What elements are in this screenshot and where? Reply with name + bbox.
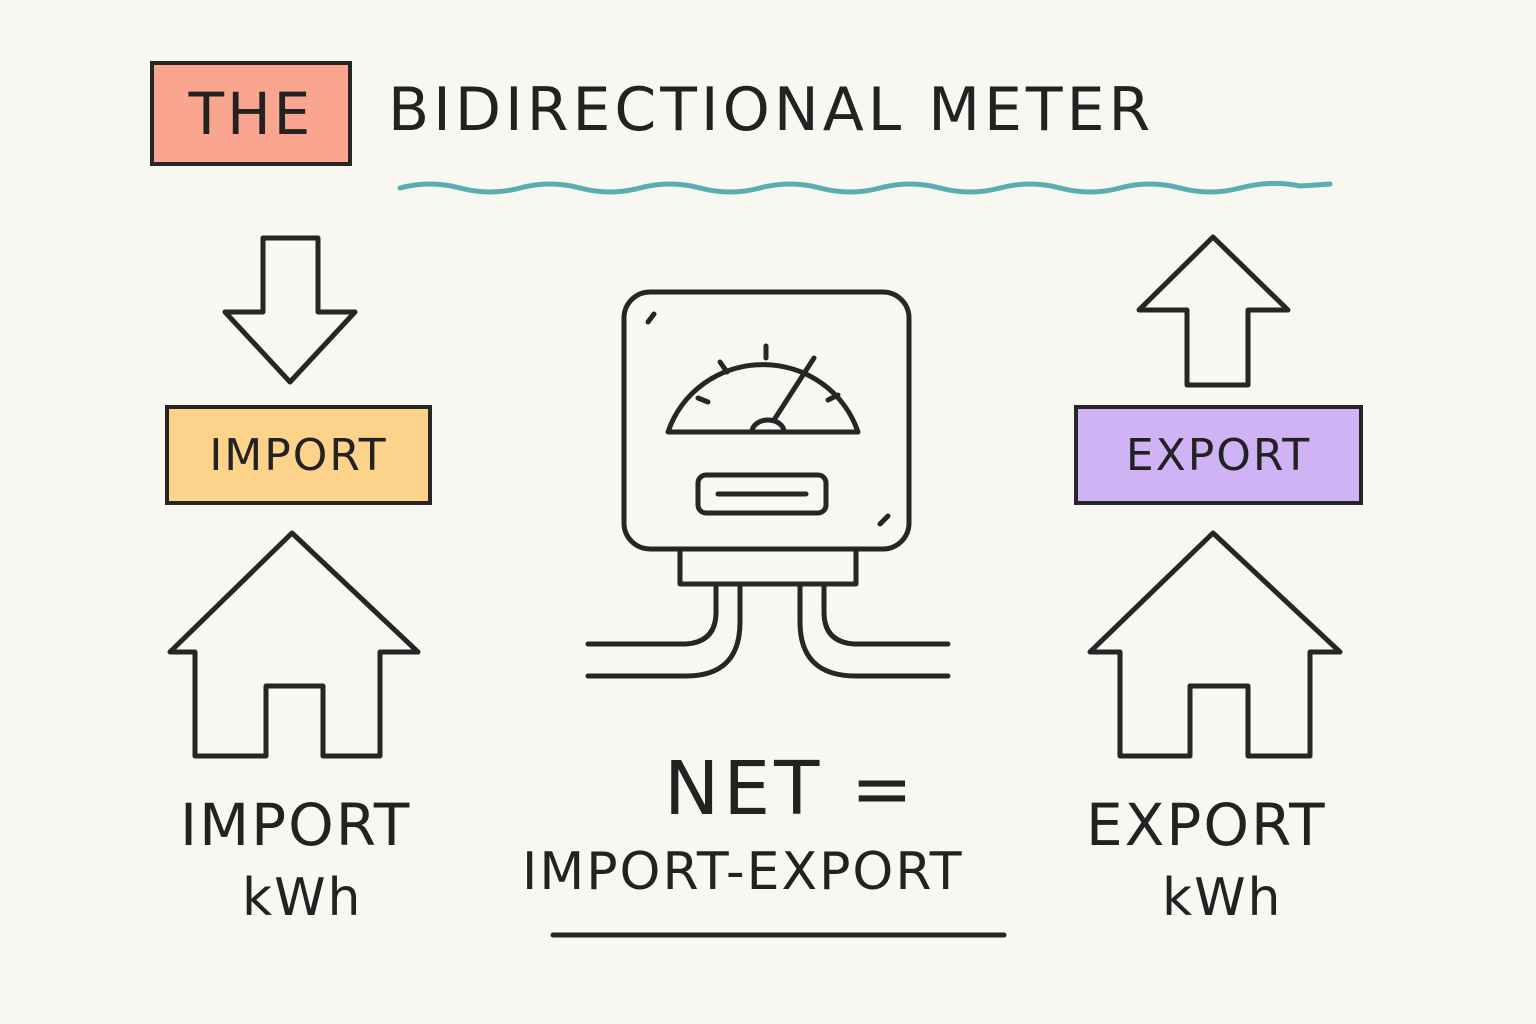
- page-title: BIDIRECTIONAL METER: [388, 75, 1155, 145]
- export-caption: EXPORT: [1086, 791, 1327, 859]
- title-underline: [397, 180, 1333, 195]
- export-unit: kWh: [1162, 868, 1283, 928]
- net-formula: IMPORT-EXPORT: [522, 842, 964, 902]
- import-unit: kWh: [242, 868, 363, 928]
- down-arrow-icon: [222, 235, 358, 385]
- house-icon: [1087, 530, 1343, 759]
- import-label-box: IMPORT: [165, 405, 432, 505]
- import-caption: IMPORT: [180, 791, 412, 859]
- house-icon: [167, 530, 421, 759]
- up-arrow-icon: [1136, 234, 1291, 388]
- import-label: IMPORT: [209, 429, 388, 481]
- export-label: EXPORT: [1125, 429, 1312, 481]
- title-highlight: THE: [188, 79, 314, 148]
- title-highlight-box: THE: [150, 61, 352, 166]
- meter-icon: [585, 289, 951, 679]
- export-label-box: EXPORT: [1074, 405, 1363, 505]
- net-label: NET =: [664, 746, 917, 832]
